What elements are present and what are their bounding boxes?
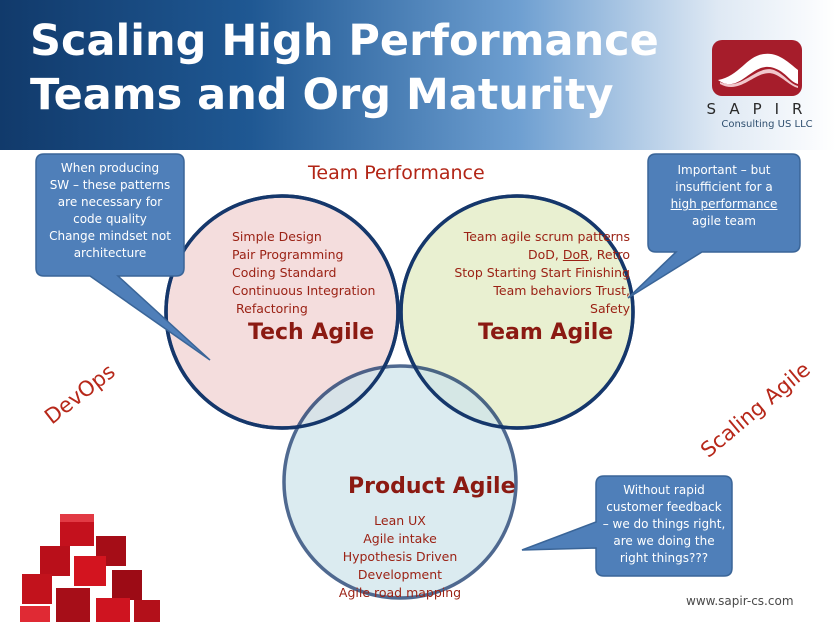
title-line-2: Teams and Org Maturity [30, 70, 614, 120]
footer-url: www.sapir-cs.com [686, 594, 794, 608]
team-agile-title: Team Agile [478, 320, 614, 345]
left-callout-bubble [35, 153, 211, 361]
red-cubes-graphic [20, 514, 160, 622]
team-agile-items: Team agile scrum patterns DoD, DoR, Retr… [450, 228, 630, 318]
tech-item: Coding Standard [232, 265, 337, 280]
left-callout-text: When producing SW – these patterns are n… [49, 161, 171, 260]
right-callout-text: Important – but insufficient for a high … [670, 163, 778, 228]
sapir-logo-icon [712, 40, 802, 96]
product-item: Hypothesis Driven [342, 549, 458, 564]
title-banner [0, 0, 836, 150]
tech-item: Refactoring [236, 301, 308, 316]
brand-name: SAPIR [706, 100, 816, 118]
team-item: Stop Starting Start Finishing [454, 265, 630, 280]
tech-agile-title: Tech Agile [248, 320, 375, 345]
team-item: Team behaviors Trust, Safety [493, 283, 630, 316]
dor-link: DoR [562, 247, 589, 262]
product-agile-title: Product Agile [348, 474, 516, 499]
product-item: Lean UX [374, 513, 426, 528]
right-callout-bubble [627, 153, 801, 299]
product-item: Agile intake [363, 531, 437, 546]
team-item: Team agile scrum patterns [463, 229, 630, 244]
team-item: DoD, DoR, Retro [527, 247, 630, 262]
title-line-1: Scaling High Performance [30, 16, 659, 66]
bottom-callout-bubble [521, 475, 733, 577]
tech-agile-items: Simple Design Pair Programming Coding St… [232, 228, 375, 318]
tech-item: Pair Programming [232, 247, 344, 262]
tech-item: Simple Design [232, 229, 322, 244]
venn-heading: Team Performance [308, 162, 485, 184]
product-item: Development [357, 567, 443, 582]
brand-subtitle: Consulting US LLC [721, 119, 813, 130]
tech-item: Continuous Integration [232, 283, 376, 298]
product-agile-items: Lean UX Agile intake Hypothesis Driven D… [330, 512, 470, 602]
bottom-callout-text: Without rapid customer feedback – we do … [602, 483, 726, 565]
product-item: Agile road mapping [338, 585, 462, 600]
product-agile-circle [282, 364, 518, 600]
slide-title: Scaling High Performance Teams and Org M… [30, 14, 659, 122]
